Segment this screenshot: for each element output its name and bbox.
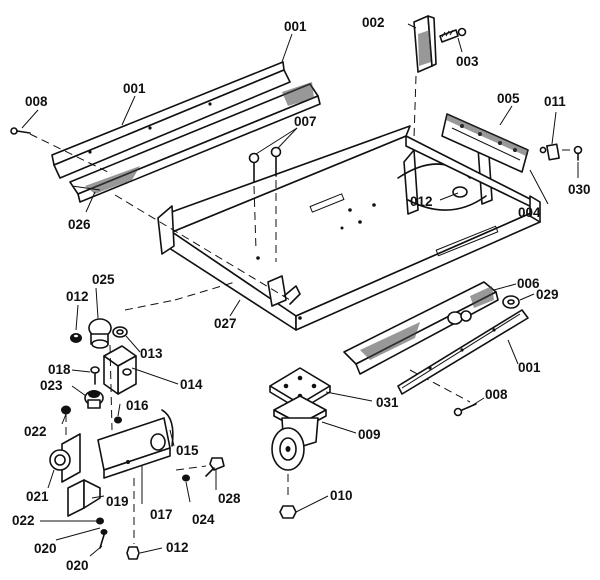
callout-018: 018 (48, 362, 71, 377)
knob-023-part (84, 390, 104, 409)
clip-011-part (539, 143, 583, 161)
bracket-019-part (67, 479, 101, 517)
callout-labels: 001 001 008 002 003 005 011 007 030 012 … (12, 15, 591, 573)
callout-030: 030 (568, 182, 591, 197)
callout-022: 022 (24, 424, 47, 439)
bolt-028-part (205, 457, 225, 477)
right-rail-part (343, 281, 529, 395)
assembly-line (114, 194, 291, 301)
callout-006: 006 (517, 276, 540, 291)
bracket-002-part (413, 15, 437, 139)
hinge-part (441, 113, 529, 173)
callout-020: 020 (34, 541, 57, 556)
callout-003: 003 (456, 54, 479, 69)
callout-013: 013 (140, 346, 163, 361)
left-rail-part (51, 61, 321, 203)
callout-024: 024 (192, 512, 215, 527)
callout-012: 012 (166, 540, 189, 555)
assembly-line (175, 465, 207, 471)
nut-016-part (114, 416, 122, 424)
callout-008: 008 (25, 94, 48, 109)
callout-022: 022 (12, 513, 35, 528)
callout-010: 010 (330, 488, 353, 503)
assembly-line (109, 344, 113, 431)
callout-021: 021 (26, 489, 49, 504)
callout-020: 020 (66, 558, 89, 573)
assembly-line (174, 281, 236, 301)
nut-012-upper (70, 333, 82, 343)
screw-008-left (10, 127, 113, 175)
washer-013-part (112, 326, 128, 338)
lock-021-part (49, 433, 81, 483)
callout-019: 019 (106, 494, 129, 509)
washer-029-part (502, 295, 520, 309)
knob-025-part (88, 318, 112, 349)
callout-023: 023 (40, 378, 63, 393)
callout-011: 011 (544, 94, 566, 109)
callout-004: 004 (518, 205, 541, 220)
caster-part (269, 367, 331, 500)
bolts-007-part (248, 146, 282, 262)
callout-009: 009 (358, 427, 381, 442)
nut-024-part (182, 474, 190, 482)
callout-027: 027 (214, 316, 237, 331)
callout-028: 028 (218, 491, 241, 506)
nut-010-part (279, 505, 297, 519)
callout-015: 015 (176, 443, 199, 458)
plate-017-part (97, 417, 171, 479)
assembly-line (124, 299, 176, 311)
callout-016: 016 (126, 398, 149, 413)
callout-012: 012 (410, 194, 433, 209)
callout-031: 031 (376, 395, 399, 410)
callout-001: 001 (284, 19, 307, 34)
assembly-line (409, 369, 471, 403)
callout-026: 026 (68, 217, 91, 232)
callout-017: 017 (150, 507, 173, 522)
callout-001: 001 (518, 360, 541, 375)
screw-003-part (439, 27, 467, 43)
screw-008-right (453, 403, 477, 417)
screw-018-part (90, 366, 100, 385)
callout-007: 007 (294, 114, 317, 129)
screw-020-part (99, 529, 108, 549)
nut-012-lower (126, 546, 140, 560)
bracket-014-part (103, 345, 137, 395)
callout-002: 002 (362, 15, 385, 30)
callout-005: 005 (497, 91, 520, 106)
callout-008: 008 (485, 387, 508, 402)
leader-lines (21, 23, 579, 557)
callout-014: 014 (180, 377, 203, 392)
callout-012: 012 (66, 289, 89, 304)
callout-025: 025 (92, 272, 115, 287)
base-frame-part (157, 125, 541, 331)
screw-022-lower (96, 517, 104, 525)
nut-022-upper (61, 405, 71, 415)
callout-029: 029 (536, 287, 559, 302)
callout-001: 001 (123, 81, 146, 96)
